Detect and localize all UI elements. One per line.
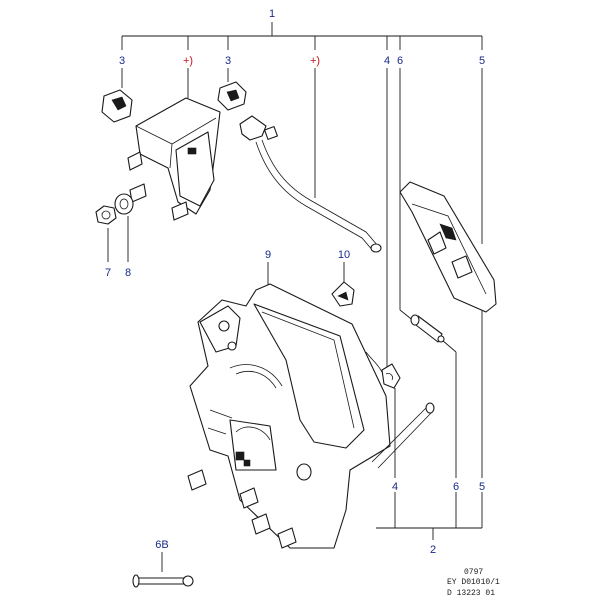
callout-7: 7 bbox=[105, 267, 111, 279]
reference-line-2: EY D01010/1 bbox=[447, 578, 500, 587]
washer-part-8 bbox=[114, 193, 134, 215]
callout-4-bottom: 4 bbox=[392, 481, 398, 493]
pedal-pad-part-5 bbox=[399, 181, 497, 313]
callout-plus-bracket: +) bbox=[183, 55, 193, 67]
reference-code: 0797 EY D01010/1 D 13223 01 bbox=[447, 568, 500, 598]
callout-5-top: 5 bbox=[479, 55, 485, 67]
pedal-box-part-9 bbox=[187, 283, 435, 549]
callout-10: 10 bbox=[338, 249, 350, 261]
reference-line-1: 0797 bbox=[464, 568, 483, 577]
callout-1: 1 bbox=[269, 8, 275, 20]
pivot-bolt-part-6B bbox=[132, 574, 194, 588]
control-rod bbox=[239, 115, 382, 253]
callout-labels: 1 3 +) 3 +) 4 6 5 7 8 9 10 4 6 5 2 6B bbox=[105, 8, 485, 556]
callout-8: 8 bbox=[125, 267, 131, 279]
callout-2: 2 bbox=[430, 544, 436, 556]
callout-5-bottom: 5 bbox=[479, 481, 485, 493]
reference-line-3: D 13223 01 bbox=[447, 589, 495, 598]
callout-6-bottom: 6 bbox=[453, 481, 459, 493]
callout-6-top: 6 bbox=[397, 55, 403, 67]
callout-4-top: 4 bbox=[384, 55, 390, 67]
callout-tree-2 bbox=[376, 492, 483, 540]
leader-lines bbox=[107, 68, 483, 572]
callout-6B: 6B bbox=[155, 539, 168, 551]
spring-part-4 bbox=[365, 351, 401, 389]
callout-plus-rod: +) bbox=[310, 55, 320, 67]
grommet-part-3-right bbox=[217, 81, 247, 111]
clip-part-10 bbox=[331, 281, 355, 307]
grommet-part-3-left bbox=[101, 89, 133, 123]
callout-3-right: 3 bbox=[225, 55, 231, 67]
callout-3-left: 3 bbox=[119, 55, 125, 67]
mounting-bracket bbox=[127, 97, 221, 221]
callout-tree-1 bbox=[121, 22, 483, 50]
pin-part-6 bbox=[410, 314, 445, 343]
nut-part-7 bbox=[95, 205, 117, 225]
callout-9: 9 bbox=[265, 249, 271, 261]
